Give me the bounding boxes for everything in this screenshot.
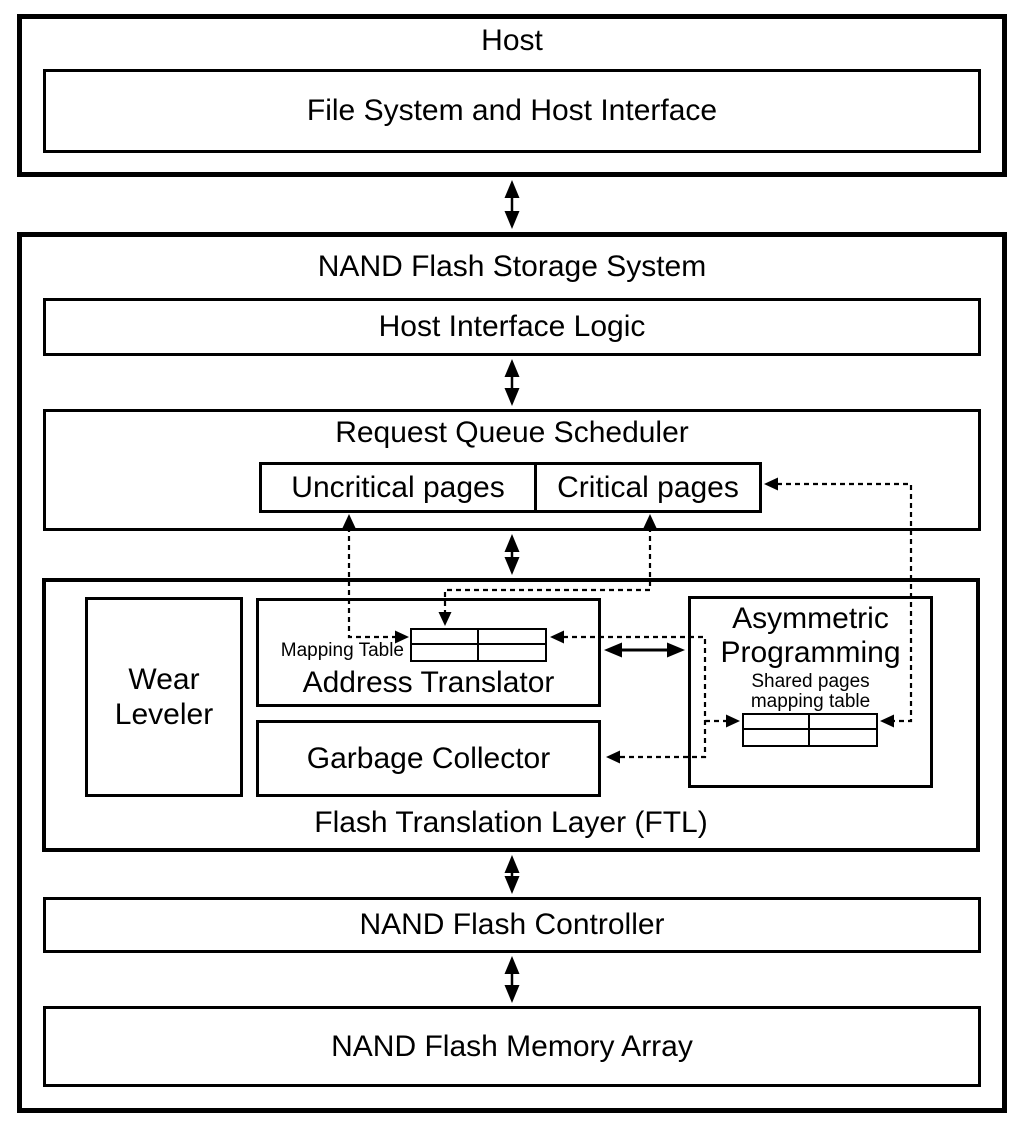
shared-table-cell — [810, 715, 876, 730]
nand-flash-controller-box: NAND Flash Controller — [43, 897, 981, 953]
uncritical-pages-queue: Uncritical pages — [262, 465, 537, 510]
wear-leveler-label: Wear Leveler — [114, 663, 214, 731]
request-queue-scheduler-title: Request Queue Scheduler — [335, 416, 689, 449]
address-translator-label: Address Translator — [302, 666, 555, 699]
nand-flash-controller-label: NAND Flash Controller — [359, 908, 665, 941]
critical-pages-label: Critical pages — [557, 470, 739, 504]
request-queues-box: Uncritical pages Critical pages — [259, 462, 762, 513]
host-title: Host — [481, 24, 543, 57]
shared-table-cell — [810, 730, 876, 745]
nand-flash-memory-array-box: NAND Flash Memory Array — [43, 1006, 981, 1087]
uncritical-pages-label: Uncritical pages — [291, 470, 505, 504]
asymmetric-programming-label: Asymmetric Programming — [720, 602, 901, 669]
mapping-table-cell — [412, 645, 479, 660]
storage-system-title: NAND Flash Storage System — [317, 250, 707, 283]
garbage-collector-label: Garbage Collector — [306, 741, 551, 775]
garbage-collector-box: Garbage Collector — [256, 720, 601, 797]
file-system-host-interface-label: File System and Host Interface — [306, 94, 718, 127]
ftl-title: Flash Translation Layer (FTL) — [314, 806, 708, 839]
shared-table-cell — [744, 715, 810, 730]
critical-pages-queue: Critical pages — [537, 465, 759, 510]
mapping-table-cell — [479, 645, 546, 660]
shared-pages-mapping-table-grid — [742, 713, 878, 747]
file-system-host-interface-box: File System and Host Interface — [43, 69, 981, 153]
arrow-host-storage — [504, 180, 520, 229]
nand-flash-memory-array-label: NAND Flash Memory Array — [331, 1029, 693, 1063]
wear-leveler-box: Wear Leveler — [85, 597, 243, 797]
host-interface-logic-label: Host Interface Logic — [378, 310, 646, 343]
mapping-table-label: Mapping Table — [280, 640, 404, 661]
shared-pages-mapping-table-label: Shared pages mapping table — [750, 671, 871, 712]
mapping-table-cell — [478, 630, 545, 645]
mapping-table-grid — [410, 628, 547, 662]
shared-table-cell — [744, 730, 810, 745]
host-interface-logic-box: Host Interface Logic — [43, 298, 981, 356]
mapping-table-cell — [412, 630, 479, 645]
